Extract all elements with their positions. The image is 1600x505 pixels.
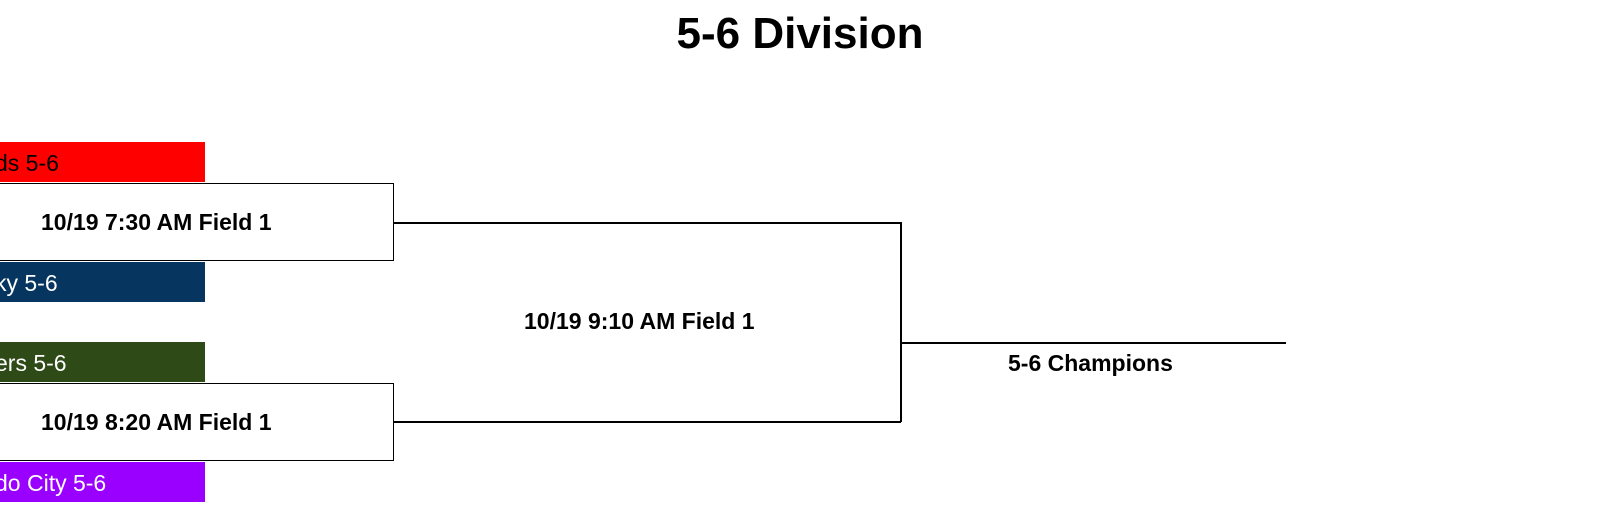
final-game-label: 10/19 9:10 AM Field 1 (524, 308, 755, 334)
connector-top (394, 222, 901, 224)
team-slot-4: do City 5-6 (0, 462, 205, 502)
connector-bottom (394, 421, 901, 423)
game-box-2: 10/19 8:20 AM Field 1 (0, 383, 394, 461)
team-slot-2: ky 5-6 (0, 262, 205, 302)
champion-label: 5-6 Champions (1008, 350, 1173, 376)
bracket-title: 5-6 Division (676, 9, 924, 58)
game-box-1: 10/19 7:30 AM Field 1 (0, 183, 394, 261)
team-slot-1: ds 5-6 (0, 142, 205, 182)
connector-vertical (900, 222, 902, 422)
team-slot-3: ers 5-6 (0, 342, 205, 382)
champion-line (900, 342, 1286, 344)
